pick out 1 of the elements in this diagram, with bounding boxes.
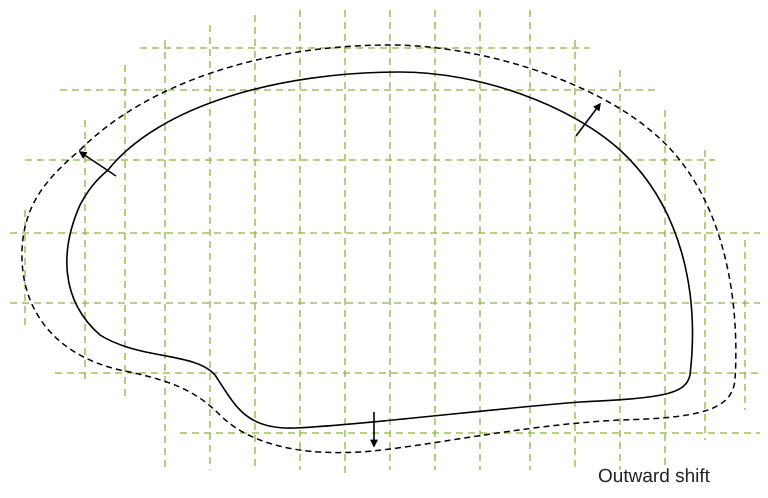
annotation-text: Outward shift (598, 466, 710, 488)
